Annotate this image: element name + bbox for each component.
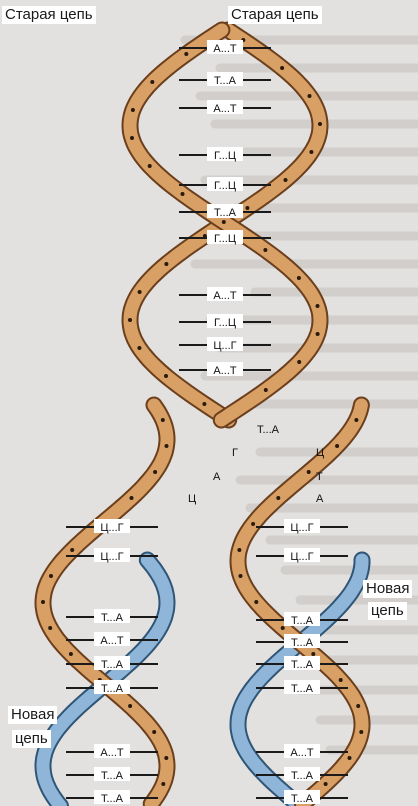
upper-pair-1: Т...А xyxy=(214,75,237,87)
old-strand-right-dot xyxy=(359,730,363,734)
upper-pair-7: А...Т xyxy=(213,290,237,302)
old-strand-left-dot xyxy=(164,756,168,760)
old-strand-left-dot xyxy=(161,418,165,422)
upper-pair-8: Г...Ц xyxy=(214,317,236,329)
old-strand-b-dot xyxy=(264,388,268,392)
old-strand-b-dot xyxy=(184,52,188,56)
label-old-strand-right: Старая цепь xyxy=(228,6,322,24)
old-strand-b-dot xyxy=(316,304,320,308)
old-strand-a-dot xyxy=(138,290,142,294)
old-strand-right-dot xyxy=(276,496,280,500)
old-strand-left-dot xyxy=(128,704,132,708)
right-pair-0: Ц...Г xyxy=(290,522,313,534)
old-strand-b-dot xyxy=(316,332,320,336)
old-strand-left-dot xyxy=(41,600,45,604)
left-pair-0: Ц...Г xyxy=(100,522,123,534)
old-strand-right-dot xyxy=(354,418,358,422)
old-strand-right-dot xyxy=(356,704,360,708)
old-strand-b-dot xyxy=(150,80,154,84)
old-strand-b-dot xyxy=(148,164,152,168)
old-strand-right-dot xyxy=(324,782,328,786)
old-strand-b-dot xyxy=(131,108,135,112)
old-strand-right-dot xyxy=(348,756,352,760)
fork-right-mid: Т xyxy=(316,471,323,483)
old-strand-left-dot xyxy=(48,626,52,630)
label-new-strand-right-1: Новая xyxy=(363,580,412,598)
left-pair-3: А...Т xyxy=(100,635,124,647)
old-strand-right-dot xyxy=(281,626,285,630)
left-pair-6: А...Т xyxy=(100,747,124,759)
right-pair-8: Т...А xyxy=(291,793,314,805)
upper-pair-9: Ц...Г xyxy=(213,340,236,352)
old-strand-left-dot xyxy=(130,496,134,500)
old-strand-b-dot xyxy=(297,360,301,364)
old-strand-a-dot xyxy=(309,150,313,154)
old-strand-a-dot xyxy=(137,346,141,350)
upper-pair-3: Г...Ц xyxy=(214,150,236,162)
old-strand-b-dot xyxy=(130,136,134,140)
label-new-strand-right-2: цепь xyxy=(368,602,407,620)
old-strand-left-dot xyxy=(69,652,73,656)
right-pair-1: Ц...Г xyxy=(290,551,313,563)
fork-left-mid: А xyxy=(213,471,221,483)
old-strand-right-dot xyxy=(311,652,315,656)
old-strand-b-dot xyxy=(297,276,301,280)
old-strand-a-dot xyxy=(280,66,284,70)
old-strand-a-dot xyxy=(202,402,206,406)
old-strand-a-dot xyxy=(164,262,168,266)
upper-pair-5: Т...А xyxy=(214,207,237,219)
old-strand-right-dot xyxy=(251,522,255,526)
left-pair-2: Т...А xyxy=(101,612,124,624)
left-pair-4: Т...А xyxy=(101,659,124,671)
old-strand-a-dot xyxy=(284,178,288,182)
upper-pair-6: Г...Ц xyxy=(214,233,236,245)
old-strand-a-dot xyxy=(318,122,322,126)
label-old-strand-left: Старая цепь xyxy=(2,6,96,24)
fork-right-top: Ц xyxy=(316,447,324,459)
old-strand-b-dot xyxy=(263,248,267,252)
fork-left-top: Г xyxy=(232,447,238,459)
old-strand-right-dot xyxy=(239,574,243,578)
left-pair-1: Ц...Г xyxy=(100,551,123,563)
old-strand-left-dot xyxy=(153,470,157,474)
left-pair-5: Т...А xyxy=(101,683,124,695)
label-new-strand-left-2: цепь xyxy=(12,730,51,748)
old-strand-a-dot xyxy=(164,374,168,378)
right-pair-4: Т...А xyxy=(291,659,314,671)
label-new-strand-left-1: Новая xyxy=(8,706,57,724)
right-pair-6: А...Т xyxy=(290,747,314,759)
old-strand-left-dot xyxy=(161,782,165,786)
old-strand-left-dot xyxy=(70,548,74,552)
old-strand-right-dot xyxy=(254,600,258,604)
fork-left-bot: Ц xyxy=(188,493,196,505)
base-pairs: А...Т Т...А А...Т Г...Ц Г...Ц Т...А Г...Ц А...Т… xyxy=(94,40,320,805)
old-strand-a-dot xyxy=(128,318,132,322)
old-strand-right-dot xyxy=(307,470,311,474)
left-pair-7: Т...А xyxy=(101,770,124,782)
upper-pair-0: А...Т xyxy=(213,43,237,55)
right-pair-5: Т...А xyxy=(291,683,314,695)
left-pair-8: Т...А xyxy=(101,793,124,805)
right-pair-3: Т...А xyxy=(291,637,314,649)
fork-center-pair: Т...А xyxy=(257,424,280,436)
old-strand-b-dot xyxy=(181,192,185,196)
old-strand-left-dot xyxy=(165,444,169,448)
old-strand-left-dot xyxy=(152,730,156,734)
old-strand-right-dot xyxy=(237,548,241,552)
upper-pair-10: А...Т xyxy=(213,365,237,377)
old-strand-b-dot xyxy=(222,220,226,224)
upper-pair-4: Г...Ц xyxy=(214,180,236,192)
old-strand-a-dot xyxy=(308,94,312,98)
upper-pair-2: А...Т xyxy=(213,103,237,115)
old-strand-right-dot xyxy=(339,678,343,682)
old-strand-left-dot xyxy=(49,574,53,578)
fork-right-bot: А xyxy=(316,493,324,505)
right-pair-2: Т...А xyxy=(291,615,314,627)
old-strand-right-dot xyxy=(335,444,339,448)
right-pair-7: Т...А xyxy=(291,770,314,782)
old-strand-a-dot xyxy=(245,206,249,210)
replication-fork-bases: Т...А Г А Ц Ц Т А xyxy=(188,424,324,505)
